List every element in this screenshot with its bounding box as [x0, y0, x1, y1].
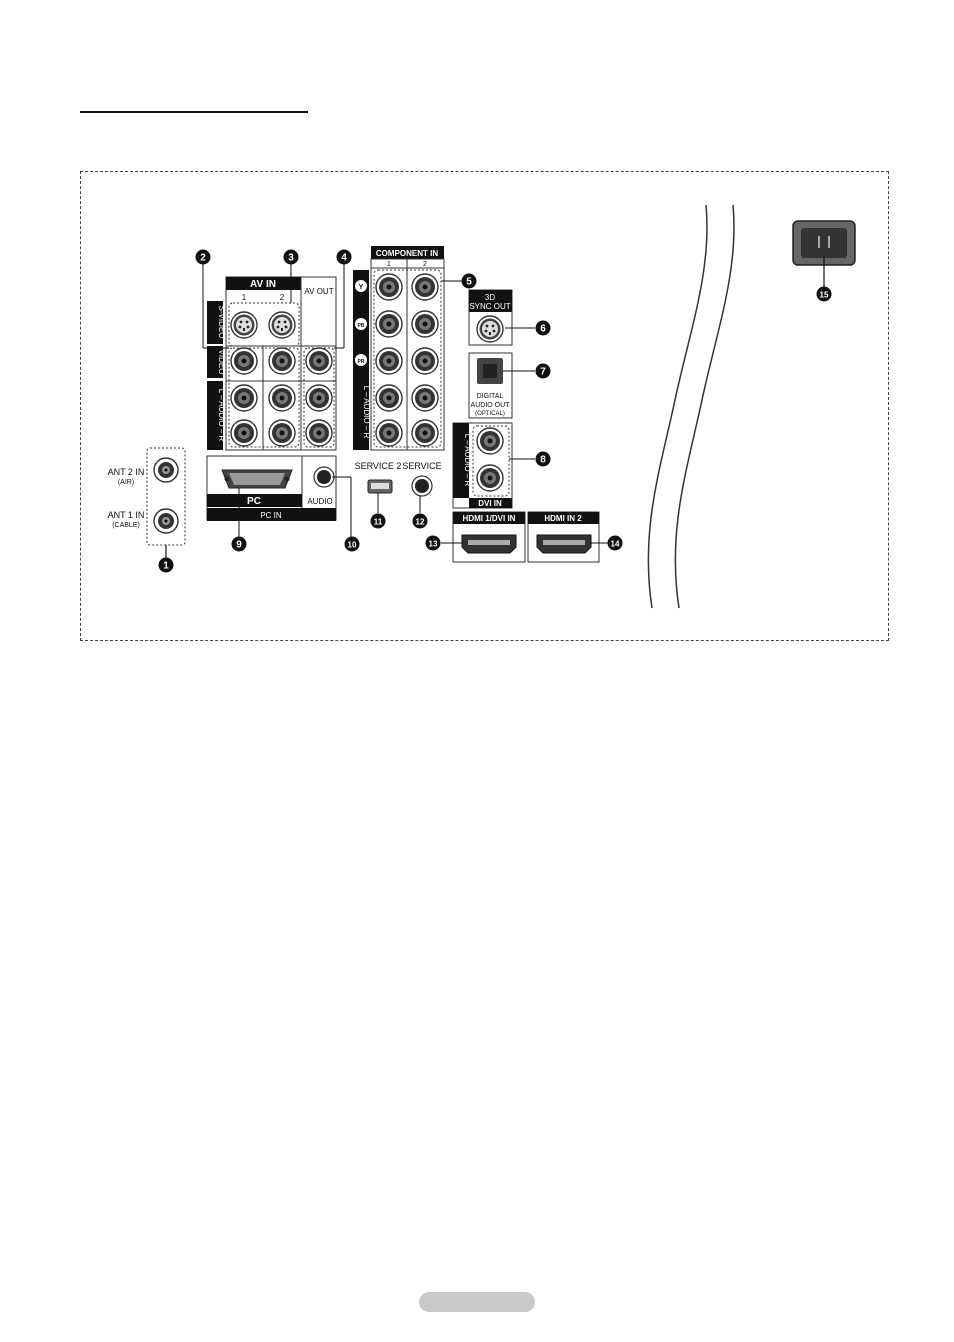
pc-audio-jack [314, 467, 334, 487]
pc-audio-label: AUDIO [307, 497, 332, 506]
svg-text:10: 10 [348, 541, 357, 550]
av-in-1-label: 1 [242, 293, 247, 302]
service2-label: SERVICE 2 [355, 461, 402, 471]
service-label: SERVICE [402, 461, 441, 471]
antenna-inputs [147, 448, 185, 558]
ant1-label-2: (CABLE) [112, 522, 140, 529]
s-video-label: S-VIDEO [217, 306, 226, 339]
callout-4: 4 [337, 250, 352, 265]
sync-out-jack [477, 316, 503, 342]
ant1-label-1: ANT 1 IN [108, 510, 145, 520]
svg-text:13: 13 [429, 540, 438, 549]
svg-text:1: 1 [163, 561, 169, 572]
svg-text:8: 8 [540, 455, 546, 466]
callout-13: 13 [426, 536, 441, 551]
callout-3: 3 [284, 250, 299, 265]
ant2-label-1: ANT 2 IN [108, 467, 145, 477]
callout-1: 1 [159, 558, 174, 573]
digital-label-3: (OPTICAL) [475, 411, 505, 417]
callout-10: 10 [345, 537, 360, 552]
page-number-pill [419, 1292, 535, 1312]
callout-11: 11 [371, 514, 386, 529]
svg-text:6: 6 [540, 324, 546, 335]
svg-text:15: 15 [820, 291, 829, 300]
digital-label-1: DIGITAL [477, 393, 504, 400]
s-video-2-jack [269, 312, 295, 338]
svg-text:4: 4 [341, 253, 347, 264]
av-audio-label: L – AUDIO – R [217, 389, 226, 442]
component-in-label: COMPONENT IN [376, 249, 438, 258]
callout-2: 2 [196, 250, 211, 265]
svg-text:2: 2 [200, 253, 206, 264]
pc-in-label: PC IN [260, 511, 282, 520]
callout-6: 6 [536, 321, 551, 336]
svg-text:3: 3 [288, 253, 294, 264]
svg-text:11: 11 [374, 518, 383, 527]
callout-14: 14 [608, 536, 623, 551]
vga-port [222, 470, 292, 488]
svg-text:7: 7 [540, 367, 546, 378]
callout-8: 8 [536, 452, 551, 467]
av-in-label: AV IN [250, 279, 276, 290]
av-in-2-label: 2 [280, 293, 285, 302]
s-video-1-jack [231, 312, 257, 338]
sync-out-label-1: 3D [485, 293, 495, 302]
callout-5: 5 [462, 274, 477, 289]
callout-9: 9 [232, 537, 247, 552]
comp-audio-label: L – AUDIO – R [362, 386, 371, 439]
dvi-audio-label: L – AUDIO – R [463, 434, 472, 487]
svg-text:12: 12 [416, 518, 425, 527]
hdmi1-label: HDMI 1/DVI IN [463, 514, 516, 523]
ant2-label-2: (AIR) [118, 479, 134, 486]
comp-pr-label: PR [358, 359, 365, 365]
video-label: VIDEO [217, 350, 226, 375]
callout-15: 15 [817, 287, 832, 302]
pc-label: PC [247, 496, 261, 507]
usb-port [368, 480, 392, 493]
dvi-in-label: DVI IN [478, 499, 502, 508]
comp-y-label: Y [359, 284, 364, 291]
svg-text:5: 5 [466, 277, 472, 288]
component-2-label: 2 [423, 261, 427, 268]
callout-7: 7 [536, 364, 551, 379]
component-1-label: 1 [387, 261, 391, 268]
av-out-label: AV OUT [304, 287, 333, 296]
svg-text:9: 9 [236, 540, 242, 551]
digital-label-2: AUDIO OUT [471, 402, 511, 409]
hdmi2-label: HDMI IN 2 [544, 514, 582, 523]
service-jack [412, 476, 432, 496]
callout-12: 12 [413, 514, 428, 529]
comp-pb-label: PB [358, 323, 365, 329]
sync-out-label-2: SYNC OUT [469, 302, 510, 311]
svg-text:14: 14 [611, 540, 620, 549]
